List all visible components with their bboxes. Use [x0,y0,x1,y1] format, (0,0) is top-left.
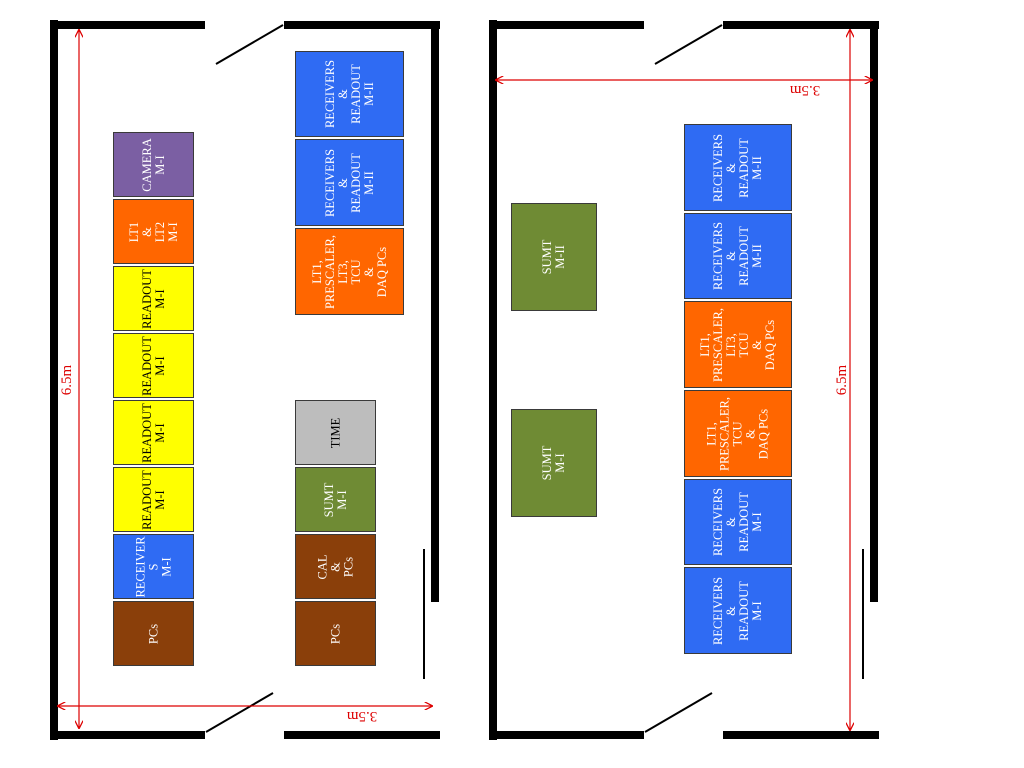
rack-lt1-prescaler-lt3-tcu-daq: LT1, PRESCALER, LT3, TCU & DAQ PCs [295,228,404,315]
rack-lt1-lt2-m1: LT1 & LT2 M-I [113,199,194,264]
rack-label: RECEIVER S M-I [133,535,173,598]
rack-receivers-readout-m2-room2-2: RECEIVERS & READOUT M-II [684,213,792,299]
rack-camera-m1: CAMERA M-I [113,132,194,197]
rack-receivers-readout-m2-2: RECEIVERS & READOUT M-II [295,139,404,226]
rack-readout-m1-4: READOUT M-I [113,467,194,532]
rack-label: TIME [328,417,342,448]
room-1-dimensions [58,30,432,728]
rack-readout-m1-1: READOUT M-I [113,266,194,331]
rack-label: SUMT M-I [540,445,567,481]
rack-label: RECEIVERS & READOUT M-II [322,148,376,217]
rack-label: RECEIVERS & READOUT M-II [711,133,764,202]
rack-pcs-room1-right: PCs [295,601,376,666]
rack-label: READOUT M-I [139,335,167,396]
room-1-door-top [215,24,284,65]
room-2-width-label: 3.5m [789,82,820,98]
rack-sumt-m1-room2: SUMT M-I [511,409,597,517]
rack-receivers-readout-m2-room2-1: RECEIVERS & READOUT M-II [684,124,792,211]
rack-label: RECEIVERS & READOUT M-II [322,59,376,129]
rack-label: PCs [328,623,342,644]
rack-label: READOUT M-I [139,469,167,530]
room-2-door-bottom [644,692,713,733]
rack-receivers-m1: RECEIVER S M-I [113,534,194,599]
room-1-height-label: 6.5m [59,364,75,395]
room-2-door-top [654,24,723,65]
rack-label: SUMT M-I [321,482,349,517]
room-2-dimensions [496,30,872,730]
rack-label: RECEIVERS & READOUT M-I [711,576,764,645]
room-1-walls [50,20,440,740]
rack-label: LT1, PRESCALER, TCU & DAQ PCs [704,396,771,471]
rack-receivers-readout-m1-room2-2: RECEIVERS & READOUT M-I [684,567,792,654]
rack-label: LT1, PRESCALER, LT3, TCU & DAQ PCs [309,234,389,309]
rack-label: READOUT M-I [139,402,167,463]
rack-time: TIME [295,400,376,465]
rack-receivers-readout-m2-1: RECEIVERS & READOUT M-II [295,51,404,137]
rack-label: SUMT M-II [540,239,567,275]
room-1-door-bottom [205,692,274,733]
rack-readout-m1-3: READOUT M-I [113,400,194,465]
room-2-walls [489,20,879,740]
rack-pcs-room1-left: PCs [113,601,194,666]
rack-label: RECEIVERS & READOUT M-I [711,487,764,557]
rack-sumt-m2-room2: SUMT M-II [511,203,597,311]
rack-label: PCs [146,623,160,644]
room-2-height-label: 6.5m [834,364,850,395]
rack-cal-pcs: CAL & PCs [295,534,376,599]
rack-label: LT1 & LT2 M-I [126,221,180,242]
rack-readout-m1-2: READOUT M-I [113,333,194,398]
rack-label: CAL & PCs [315,554,355,579]
rack-receivers-readout-m1-room2-1: RECEIVERS & READOUT M-I [684,479,792,565]
rack-lt1-prescaler-lt3-tcu-daq-room2: LT1, PRESCALER, LT3, TCU & DAQ PCs [684,301,792,388]
rack-lt1-prescaler-tcu-daq-room2: LT1, PRESCALER, TCU & DAQ PCs [684,390,792,477]
rack-label: RECEIVERS & READOUT M-II [711,221,764,291]
rack-label: LT1, PRESCALER, LT3, TCU & DAQ PCs [698,307,777,382]
rack-label: READOUT M-I [139,268,167,329]
room-1-width-label: 3.5m [346,708,377,724]
rack-label: CAMERA M-I [139,137,167,192]
rack-sumt-m1-room1: SUMT M-I [295,467,376,532]
